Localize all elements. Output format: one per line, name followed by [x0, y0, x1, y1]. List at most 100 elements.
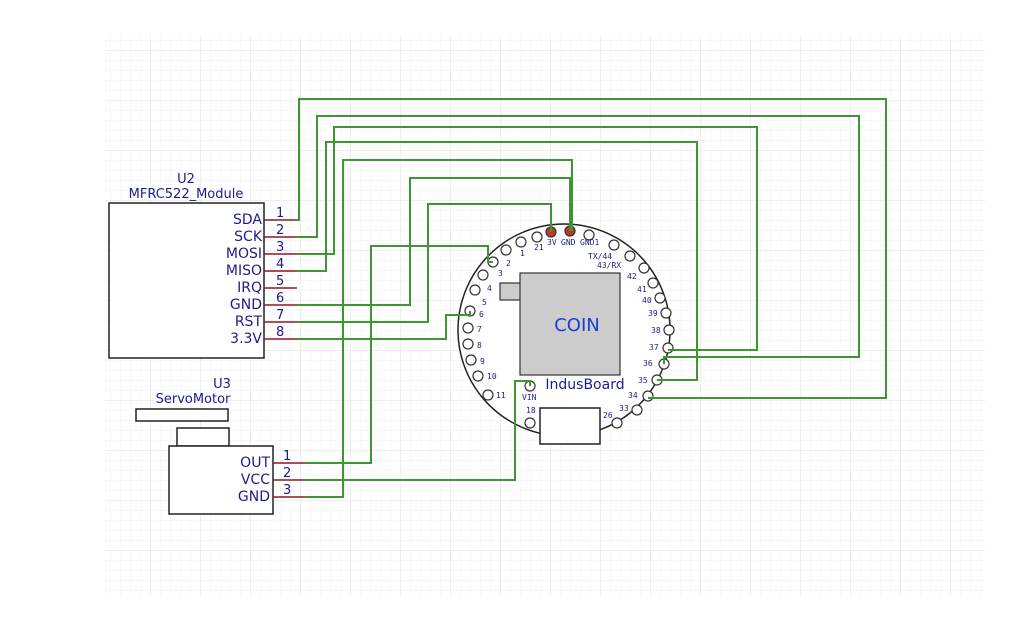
pin-label: 34	[628, 391, 638, 400]
pin-label: 18	[526, 406, 536, 415]
u3-pin-number: 1	[283, 449, 291, 464]
u3-servo-motor[interactable]: U3 ServoMotor OUT 1 VCC 2 GND 3	[135, 377, 305, 515]
u3-pin-1[interactable]: OUT 1	[240, 449, 305, 471]
pin-4[interactable]	[477, 269, 489, 281]
u2-pin-number: 3	[276, 240, 284, 255]
pin-label: 1	[520, 249, 525, 258]
pin-label: 21	[534, 243, 544, 252]
u3-pin-label: OUT	[240, 455, 270, 471]
u2-pin-label: RST	[235, 314, 263, 330]
u2-pin-2[interactable]: SCK 2	[234, 223, 297, 245]
pin-8[interactable]	[462, 338, 474, 350]
pin-37[interactable]	[662, 342, 674, 354]
chip-label: COIN	[554, 315, 600, 336]
pin-label: 37	[649, 343, 659, 352]
wire-rst[interactable]	[297, 203, 552, 323]
u2-pin-4[interactable]: MISO 4	[226, 257, 297, 279]
antenna-pad	[499, 282, 523, 301]
pin-18[interactable]	[524, 417, 536, 429]
u2-pin-label: IRQ	[237, 280, 262, 296]
u2-pin-7[interactable]: RST 7	[235, 308, 297, 330]
u3-pin-number: 3	[283, 483, 291, 498]
pin-42[interactable]	[638, 262, 650, 274]
pin-label: 38	[651, 326, 661, 335]
u2-ref: U2	[177, 172, 195, 187]
pin-1[interactable]	[515, 236, 527, 248]
u2-pin-label: SCK	[234, 229, 263, 245]
u2-pin-label: 3.3V	[230, 331, 262, 347]
pin-label: 2	[506, 259, 511, 268]
u3-pin-number: 2	[283, 466, 291, 481]
pin-40[interactable]	[654, 292, 666, 304]
pin-label: 4	[487, 284, 492, 293]
u2-pin-number: 2	[276, 223, 284, 238]
pin-label: 11	[496, 391, 506, 400]
pin-41[interactable]	[647, 277, 659, 289]
pin-label: 8	[477, 341, 482, 350]
wire-3v3[interactable]	[297, 311, 471, 340]
pin-label: 36	[643, 359, 653, 368]
wire-servo-gnd[interactable]	[305, 159, 573, 498]
u3-name: ServoMotor	[156, 392, 231, 407]
pin-rx[interactable]	[624, 250, 636, 262]
pin-label: 39	[648, 309, 658, 318]
u3-pin-label: VCC	[241, 472, 270, 488]
pin-39[interactable]	[660, 307, 672, 319]
pin-label: 40	[642, 296, 652, 305]
indusboard[interactable]: COIN IndusBoard 21 3V GND GND1 TX/44 43/…	[457, 223, 675, 445]
u2-pin-label: SDA	[233, 212, 262, 228]
u2-pin-label: MISO	[226, 263, 262, 279]
pin-label: 3V	[547, 238, 557, 247]
u2-pin-label: GND	[230, 297, 262, 313]
wire-sck[interactable]	[297, 115, 860, 364]
u2-pin-6[interactable]: GND 6	[230, 291, 297, 313]
pin-gnd1[interactable]	[583, 229, 595, 241]
pin-label: VIN	[522, 393, 537, 402]
u2-pin-number: 5	[276, 274, 284, 289]
u2-pin-5[interactable]: IRQ 5	[237, 274, 297, 296]
u2-pin-8[interactable]: 3.3V 8	[230, 325, 297, 347]
pin-9[interactable]	[465, 354, 477, 366]
pin-label: GND	[561, 238, 576, 247]
wire-sda[interactable]	[297, 98, 887, 399]
u2-mfrc522-module[interactable]: U2 MFRC522_Module SDA 1 SCK 2 MOSI 3 MIS…	[108, 172, 297, 359]
pin-38[interactable]	[663, 324, 675, 336]
pin-label: 35	[638, 376, 648, 385]
u3-pin-2[interactable]: VCC 2	[241, 466, 305, 488]
u2-name: MFRC522_Module	[129, 187, 244, 202]
u3-pin-3[interactable]: GND 3	[238, 483, 305, 505]
u2-pin-label: MOSI	[226, 246, 262, 262]
pin-2[interactable]	[500, 244, 512, 256]
wire-servo-out[interactable]	[305, 245, 493, 464]
pin-7[interactable]	[462, 322, 474, 334]
pin-34[interactable]	[642, 390, 654, 402]
u2-pin-3[interactable]: MOSI 3	[226, 240, 297, 262]
wire-mosi[interactable]	[297, 126, 758, 351]
wire-servo-vcc[interactable]	[305, 380, 531, 481]
pin-tx[interactable]	[608, 239, 620, 251]
wire-gnd[interactable]	[297, 177, 571, 306]
u2-pin-1[interactable]: SDA 1	[233, 206, 297, 228]
pin-21[interactable]	[531, 231, 543, 243]
pin-label: GND1	[580, 238, 599, 247]
u2-pin-number: 4	[276, 257, 284, 272]
wire-miso[interactable]	[297, 141, 698, 381]
pin-26[interactable]	[611, 417, 623, 429]
pin-label: 3	[498, 269, 503, 278]
pin-10[interactable]	[472, 370, 484, 382]
usb-connector	[539, 407, 601, 445]
servo-horn	[135, 408, 229, 422]
pin-label: 41	[637, 285, 647, 294]
u3-ref: U3	[213, 377, 231, 392]
pin-label: 6	[479, 310, 484, 319]
coin-chip	[519, 272, 621, 376]
wires	[297, 98, 887, 498]
pin-11[interactable]	[482, 389, 494, 401]
u2-pin-number: 6	[276, 291, 284, 306]
pin-33[interactable]	[631, 404, 643, 416]
pin-label: 42	[627, 272, 637, 281]
u2-pin-number: 7	[276, 308, 284, 323]
pin-label: 10	[487, 372, 497, 381]
pin-5[interactable]	[469, 284, 481, 296]
